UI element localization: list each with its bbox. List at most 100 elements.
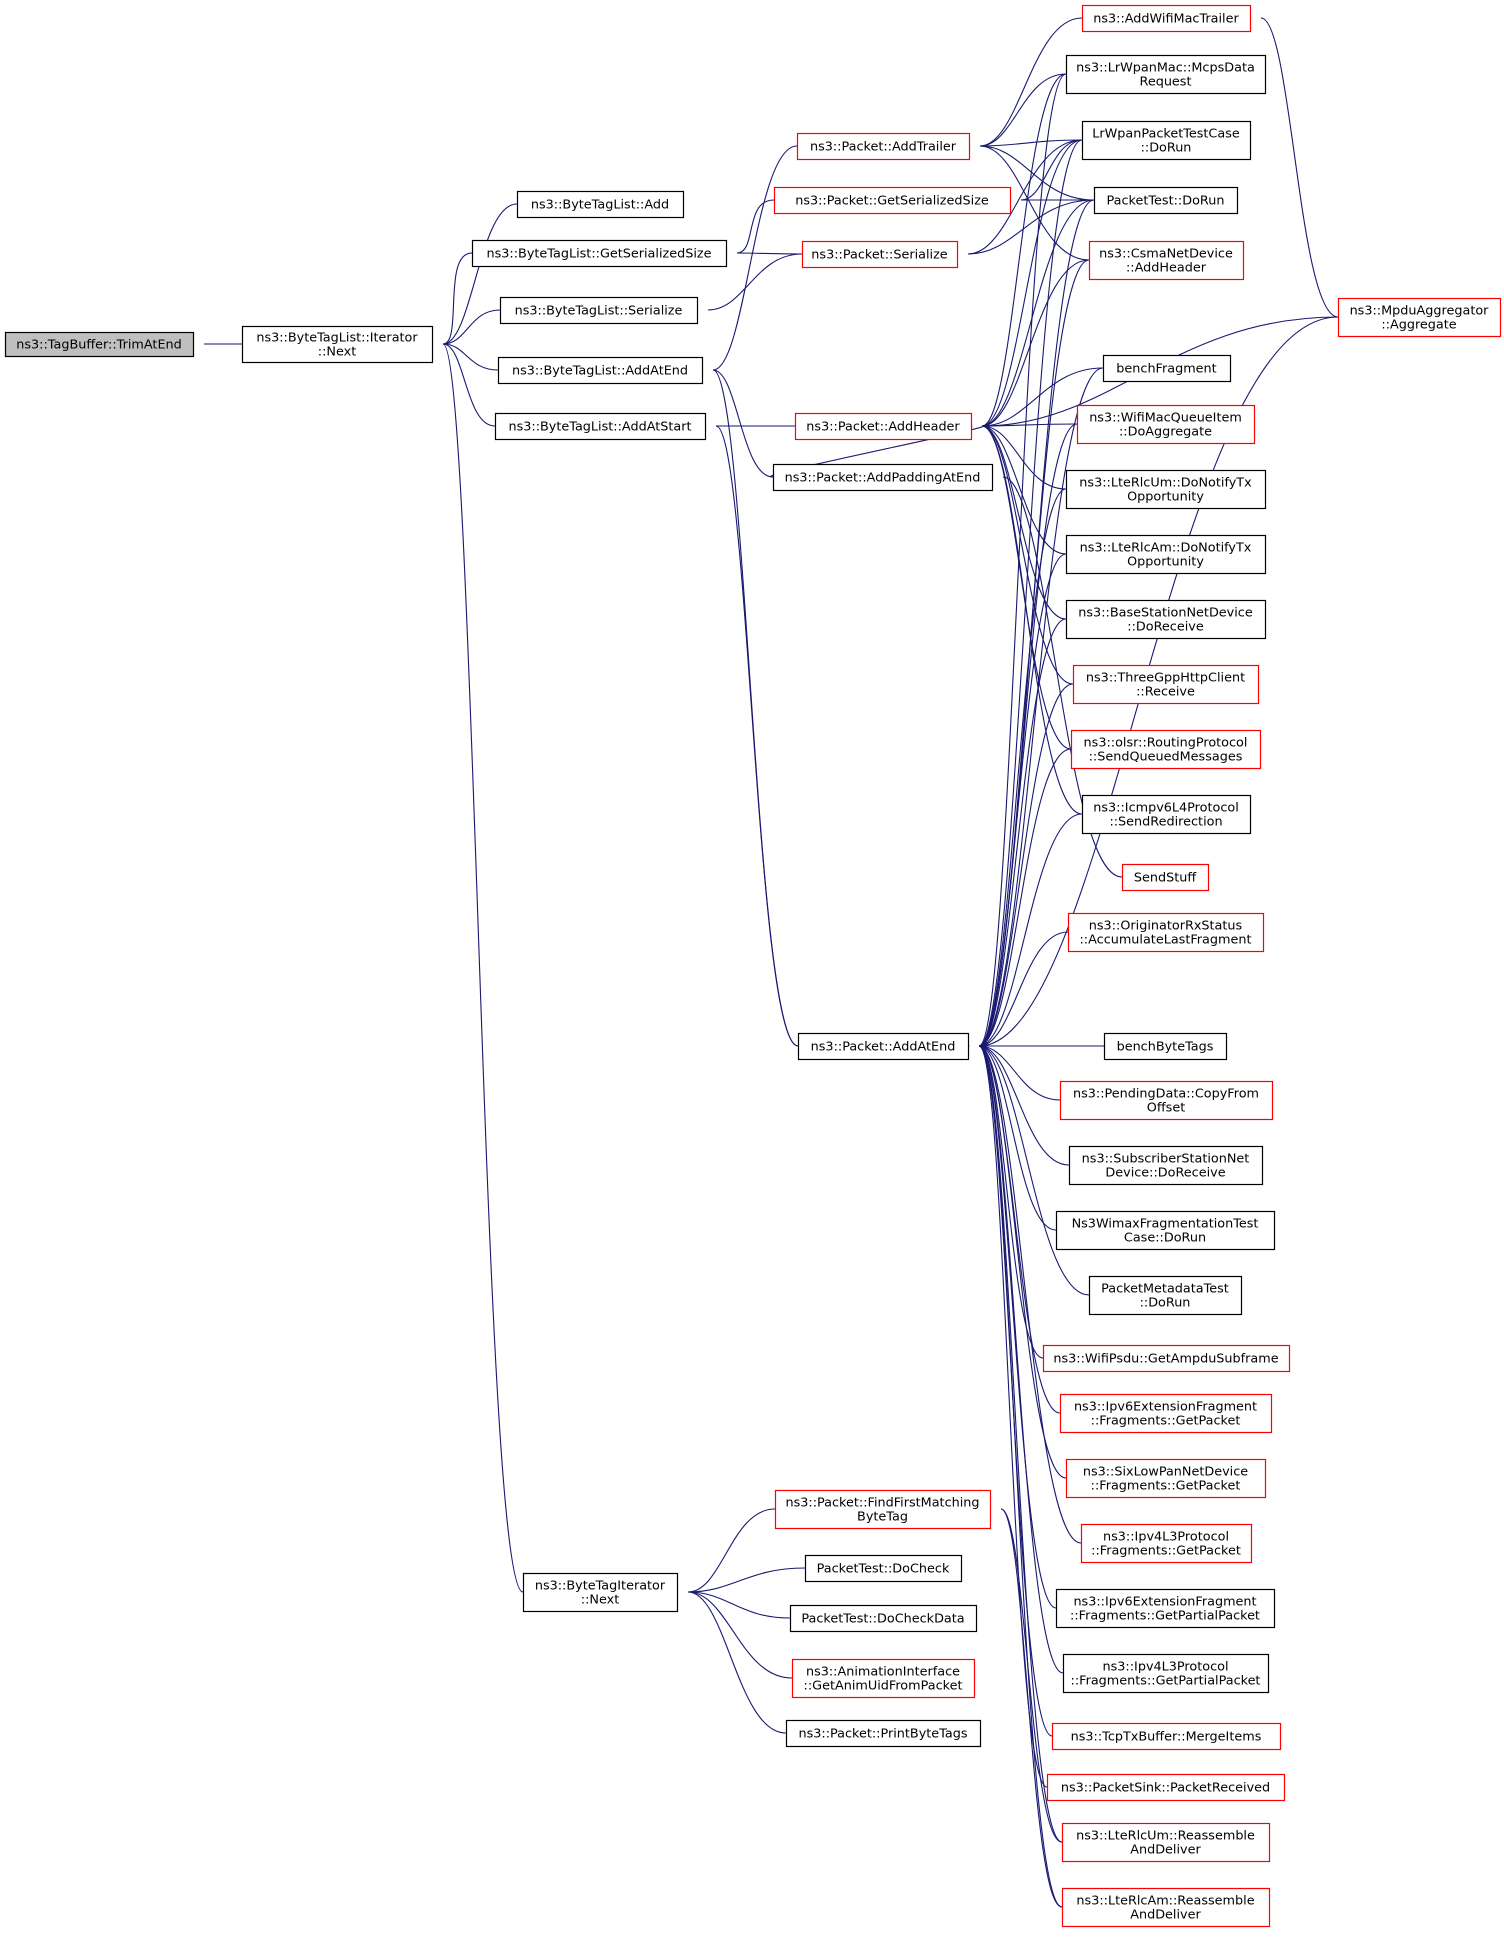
- node-label: ns3::Packet::PrintByteTags: [798, 1727, 967, 1742]
- call-edge-n26-n13: [956, 488, 1067, 1052]
- node-box: [804, 1554, 963, 1583]
- node-box: [1061, 1822, 1271, 1863]
- node-box: [497, 356, 704, 385]
- node-box: [1088, 1275, 1243, 1316]
- graph-node-n4[interactable]: ns3::ByteTagList::Serialize: [499, 296, 699, 325]
- node-box: [791, 1658, 976, 1699]
- node-label: ::Aggregate: [1381, 318, 1456, 333]
- graph-node-n1[interactable]: ns3::ByteTagList::Iterator::Next: [241, 325, 434, 364]
- graph-node-n44[interactable]: ns3::Ipv4L3Protocol::Fragments::GetParti…: [1062, 1653, 1270, 1694]
- graph-node-n19[interactable]: ns3::AddWifiMacTrailer: [1081, 4, 1252, 33]
- node-label: PacketTest::DoCheckData: [801, 1612, 964, 1627]
- node-box: [1065, 534, 1267, 575]
- graph-node-n17[interactable]: ns3::AnimationInterface::GetAnimUidFromP…: [791, 1658, 976, 1699]
- node-label: ::Fragments::GetPartialPacket: [1071, 1674, 1261, 1689]
- graph-node-n45[interactable]: ns3::TcpTxBuffer::MergeItems: [1051, 1722, 1282, 1751]
- node-label: ns3::LrWpanMac::McpsData: [1076, 61, 1255, 76]
- node-label: ::DoReceive: [1127, 620, 1204, 635]
- graph-node-n5[interactable]: ns3::ByteTagList::AddAtEnd: [497, 356, 704, 385]
- graph-node-n21[interactable]: LrWpanPacketTestCase::DoRun: [1081, 120, 1252, 161]
- graph-node-n12[interactable]: ns3::Packet::AddPaddingAtEnd: [772, 463, 994, 492]
- graph-node-n9[interactable]: ns3::Packet::GetSerializedSize: [773, 186, 1012, 215]
- node-box: [1059, 1393, 1273, 1434]
- node-label: ::Next: [318, 345, 356, 360]
- graph-node-n39[interactable]: ns3::WifiPsdu::GetAmpduSubframe: [1042, 1344, 1291, 1373]
- graph-node-n38[interactable]: PacketMetadataTest::DoRun: [1088, 1275, 1243, 1316]
- graph-node-n16[interactable]: PacketTest::DoCheckData: [789, 1604, 978, 1633]
- node-label: Ns3WimaxFragmentationTest: [1072, 1217, 1259, 1232]
- node-box: [1081, 4, 1252, 33]
- graph-node-n30[interactable]: ns3::olsr::RoutingProtocol::SendQueuedMe…: [1070, 729, 1262, 770]
- node-label: Device::DoReceive: [1105, 1166, 1225, 1181]
- call-edge-n21-n9: [998, 139, 1083, 206]
- node-label: ns3::Packet::AddAtEnd: [811, 1040, 956, 1055]
- node-box: [1065, 54, 1267, 95]
- node-box: [1337, 297, 1502, 338]
- node-label: ns3::olsr::RoutingProtocol: [1084, 736, 1248, 751]
- call-edge-n13-n6: [693, 420, 799, 1047]
- graph-node-n43[interactable]: ns3::Ipv6ExtensionFragment::Fragments::G…: [1055, 1588, 1276, 1629]
- node-box: [1103, 1032, 1228, 1061]
- graph-node-n3[interactable]: ns3::ByteTagList::GetSerializedSize: [471, 239, 728, 268]
- node-box: [774, 1489, 992, 1530]
- graph-node-n34[interactable]: benchByteTags: [1103, 1032, 1228, 1061]
- node-label: Opportunity: [1127, 490, 1204, 505]
- graph-node-n23[interactable]: ns3::CsmaNetDevice::AddHeader: [1088, 240, 1245, 281]
- node-box: [241, 325, 434, 364]
- graph-node-n15[interactable]: PacketTest::DoCheck: [804, 1554, 963, 1583]
- node-label: ns3::Packet::AddTrailer: [810, 140, 957, 155]
- call-edge-n21-n13: [956, 139, 1083, 1052]
- node-label: ns3::CsmaNetDevice: [1099, 247, 1233, 262]
- graph-node-n2[interactable]: ns3::ByteTagList::Add: [516, 190, 685, 219]
- graph-node-n13[interactable]: ns3::Packet::AddAtEnd: [797, 1032, 970, 1061]
- node-label: ::DoRun: [1141, 141, 1192, 156]
- node-label: ns3::BaseStationNetDevice: [1078, 606, 1253, 621]
- node-box: [494, 412, 707, 441]
- graph-node-n25[interactable]: ns3::WifiMacQueueItem::DoAggregate: [1076, 404, 1256, 445]
- graph-node-n42[interactable]: ns3::Ipv4L3Protocol::Fragments::GetPacke…: [1080, 1523, 1253, 1564]
- graph-node-n7[interactable]: ns3::ByteTagIterator::Next: [522, 1572, 679, 1613]
- graph-node-n46[interactable]: ns3::PacketSink::PacketReceived: [1046, 1773, 1286, 1802]
- node-label: ns3::Packet::Serialize: [811, 248, 948, 263]
- node-box: [1081, 120, 1252, 161]
- graph-node-n11[interactable]: ns3::Packet::AddHeader: [794, 412, 973, 441]
- graph-node-n31[interactable]: ns3::Icmpv6L4Protocol::SendRedirection: [1081, 794, 1252, 835]
- graph-node-n24[interactable]: benchFragment: [1102, 354, 1232, 383]
- graph-node-n41[interactable]: ns3::SixLowPanNetDevice::Fragments::GetP…: [1065, 1458, 1267, 1499]
- node-box: [1042, 1344, 1291, 1373]
- graph-node-n18[interactable]: ns3::Packet::PrintByteTags: [785, 1719, 982, 1748]
- node-label: ns3::LteRlcUm::Reassemble: [1076, 1829, 1255, 1844]
- node-box: [801, 240, 959, 269]
- node-label: ns3::Ipv6ExtensionFragment: [1074, 1400, 1257, 1415]
- graph-node-n8[interactable]: ns3::Packet::AddTrailer: [796, 132, 971, 161]
- graph-node-n6[interactable]: ns3::ByteTagList::AddAtStart: [494, 412, 707, 441]
- graph-node-n40[interactable]: ns3::Ipv6ExtensionFragment::Fragments::G…: [1059, 1393, 1273, 1434]
- call-edge-n16-n7: [665, 1586, 791, 1619]
- graph-node-n29[interactable]: ns3::ThreeGppHttpClient::Receive: [1072, 664, 1260, 705]
- call-edge-n48-n14: [978, 1503, 1063, 1908]
- graph-node-n22[interactable]: PacketTest::DoRun: [1093, 186, 1239, 215]
- graph-node-n36[interactable]: ns3::SubscriberStationNetDevice::DoRecei…: [1068, 1145, 1264, 1186]
- graph-node-n32[interactable]: SendStuff: [1121, 863, 1210, 892]
- node-box: [1070, 729, 1262, 770]
- node-box: [1067, 912, 1265, 953]
- node-label: ns3::ByteTagList::AddAtStart: [508, 420, 691, 435]
- node-label: PacketTest::DoRun: [1107, 194, 1225, 209]
- graph-node-n33[interactable]: ns3::OriginatorRxStatus::AccumulateLastF…: [1067, 912, 1265, 953]
- graph-node-n49[interactable]: ns3::MpduAggregator::Aggregate: [1337, 297, 1502, 338]
- node-label: ns3::Packet::AddHeader: [806, 420, 960, 435]
- graph-node-n10[interactable]: ns3::Packet::Serialize: [801, 240, 959, 269]
- node-box: [1121, 863, 1210, 892]
- graph-node-n28[interactable]: ns3::BaseStationNetDevice::DoReceive: [1065, 599, 1267, 640]
- node-label: ns3::ByteTagList::Iterator: [256, 331, 418, 346]
- node-label: ns3::Packet::FindFirstMatching: [785, 1496, 979, 1511]
- node-box: [1051, 1722, 1282, 1751]
